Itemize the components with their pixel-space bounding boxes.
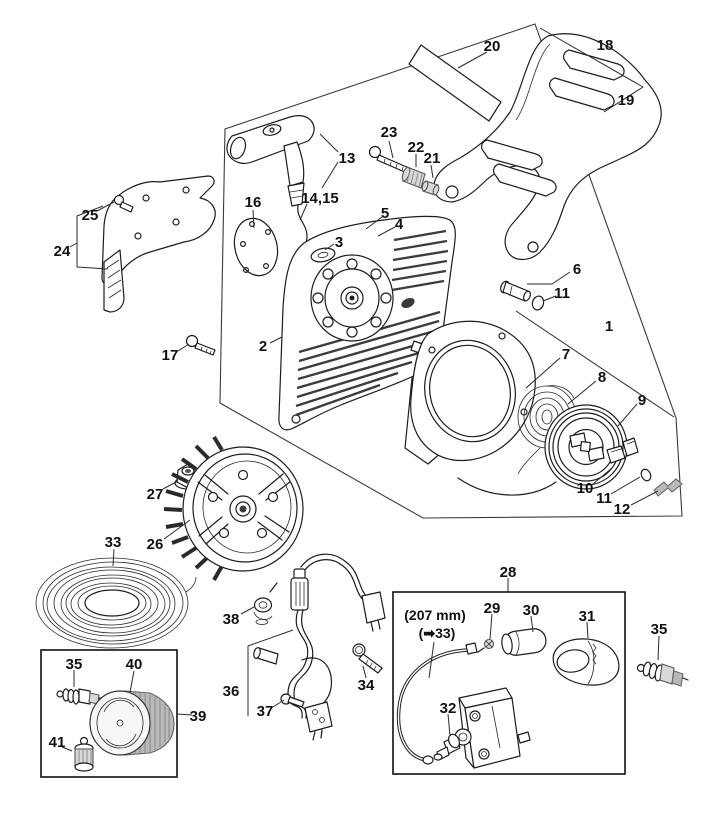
rope-rotor (457, 404, 628, 496)
clip-38 (253, 582, 278, 625)
bolt-23 (368, 145, 410, 174)
part-label-5: 5 (381, 205, 389, 222)
part-label-25: 25 (82, 207, 99, 224)
guard-slot (481, 139, 543, 171)
ring-11b (640, 468, 652, 482)
part-label-11a: 11 (554, 285, 570, 302)
part-label-21: 21 (424, 150, 441, 167)
rope-guide (287, 182, 305, 207)
part-label-16: 16 (245, 194, 262, 211)
fan-housing (278, 215, 456, 431)
boot-cover-31 (552, 638, 620, 686)
part-label-33: 33 (105, 534, 122, 551)
starter-grip (226, 115, 315, 265)
screw-17 (185, 334, 216, 356)
guard-slot (549, 77, 615, 111)
part-label-4: 4 (395, 216, 404, 233)
part-label-40: 40 (126, 656, 143, 673)
part-label-7: 7 (562, 346, 570, 363)
part-label-20: 20 (484, 38, 501, 55)
hand-guard (433, 33, 662, 261)
spark-plug-b (636, 661, 689, 687)
gasket (233, 217, 279, 277)
part-label-39: 39 (190, 708, 207, 725)
part-label-32: 32 (440, 700, 457, 717)
spark-plug-a (56, 688, 105, 705)
spark-plug-lead (396, 642, 478, 765)
connector-32 (433, 733, 461, 761)
part-label-34: 34 (358, 677, 375, 694)
part-label-24: 24 (54, 243, 71, 260)
bolt-34 (352, 643, 383, 674)
part-label-6: 6 (573, 261, 581, 278)
part-label-14-15: 14,15 (301, 190, 339, 207)
ignition-module (454, 687, 531, 769)
part-label-10: 10 (577, 480, 594, 497)
part-label-37: 37 (257, 703, 274, 720)
spring-clip-12 (653, 478, 683, 497)
part-label-22: 22 (408, 139, 425, 156)
part-label-31: 31 (579, 608, 596, 625)
part-label-19: 19 (618, 92, 635, 109)
part-label-41: 41 (49, 734, 66, 751)
leader-lines (61, 27, 675, 752)
part-label-27: 27 (147, 486, 164, 503)
sleeve-21 (421, 180, 440, 196)
rope-coil (35, 557, 197, 649)
part-label-ref-33: (➡33) (419, 625, 456, 641)
plate-screw (113, 194, 134, 213)
part-label-8: 8 (598, 369, 606, 386)
guard-slot (493, 163, 557, 197)
part-label-26: 26 (147, 536, 164, 553)
plug-boot-30 (501, 628, 547, 656)
part-label-3: 3 (335, 234, 343, 251)
part-label-13: 13 (339, 150, 356, 167)
screw-6 (500, 280, 531, 302)
part-label-12: 12 (614, 501, 631, 518)
part-label-1: 1 (605, 318, 613, 335)
part-label-dim-207: (207 mm) (404, 607, 465, 623)
guard-strip (408, 44, 502, 122)
ignition-kit-box (392, 591, 626, 775)
starter-cover (404, 320, 536, 465)
part-label-28: 28 (500, 564, 517, 581)
part-label-29: 29 (484, 600, 501, 617)
side-plate (101, 175, 216, 313)
pawl-kit (606, 437, 639, 464)
terminal-29 (477, 638, 495, 653)
part-label-35a: 35 (66, 656, 83, 673)
part-label-11b: 11 (596, 490, 612, 507)
guard-slot (563, 49, 625, 81)
part-label-23: 23 (381, 124, 398, 141)
flywheel (163, 435, 304, 581)
part-label-2: 2 (259, 338, 267, 355)
filter-kit-box (40, 649, 178, 778)
part-label-17: 17 (162, 347, 179, 364)
fuel-filter (74, 736, 94, 772)
part-label-38: 38 (223, 611, 240, 628)
air-filter (89, 690, 175, 756)
washer-11a (531, 295, 545, 311)
screw-37 (280, 693, 305, 708)
part-label-35b: 35 (651, 621, 668, 638)
part-label-9: 9 (638, 392, 646, 409)
part-label-36: 36 (223, 683, 240, 700)
assembly-plane-outline (219, 23, 683, 519)
part-label-30: 30 (523, 602, 540, 619)
part-label-18: 18 (597, 37, 614, 54)
spring-22 (401, 166, 426, 189)
